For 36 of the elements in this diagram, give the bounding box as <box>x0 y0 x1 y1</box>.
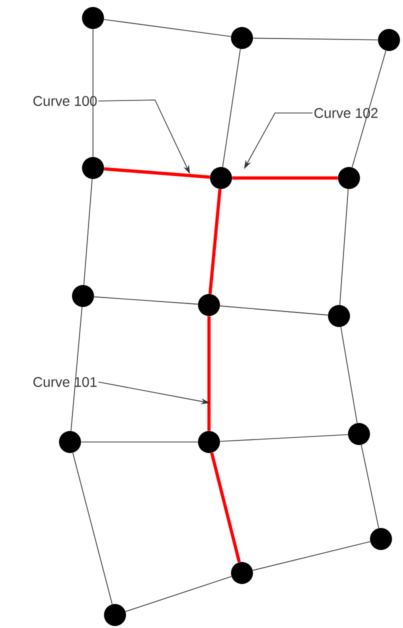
node-dot <box>82 7 104 29</box>
node-dot <box>59 431 81 453</box>
curve-line <box>104 19 232 37</box>
node-dot <box>338 167 360 189</box>
curve-line <box>94 296 198 305</box>
curve-line <box>125 576 232 612</box>
curve-line <box>210 452 241 563</box>
curve-line <box>340 326 358 424</box>
node-dot <box>348 423 370 445</box>
curve-line <box>352 50 386 168</box>
curve-line <box>220 306 328 316</box>
curve-line <box>104 167 210 179</box>
node-dot <box>82 157 104 179</box>
curve-line <box>72 452 113 605</box>
node-dot <box>231 562 253 584</box>
curve-line <box>222 48 241 168</box>
node-dot <box>370 528 392 550</box>
curve-line <box>252 541 371 571</box>
curve-line <box>339 188 349 306</box>
node-dot <box>328 305 350 327</box>
curve-line <box>232 176 338 180</box>
curve-line <box>70 306 82 432</box>
node-dot <box>231 27 253 49</box>
curve-line <box>92 28 94 158</box>
node-dot <box>72 285 94 307</box>
curve-line <box>220 434 348 442</box>
node-dot <box>378 29 400 51</box>
curve-line <box>208 189 222 294</box>
node-dot <box>198 294 220 316</box>
curve-line <box>360 444 380 528</box>
curve-line <box>207 316 211 431</box>
curve-line <box>252 38 378 40</box>
curve-line <box>83 178 93 286</box>
node-dot <box>210 167 232 189</box>
node-dot <box>198 431 220 453</box>
node-dot <box>104 604 126 626</box>
